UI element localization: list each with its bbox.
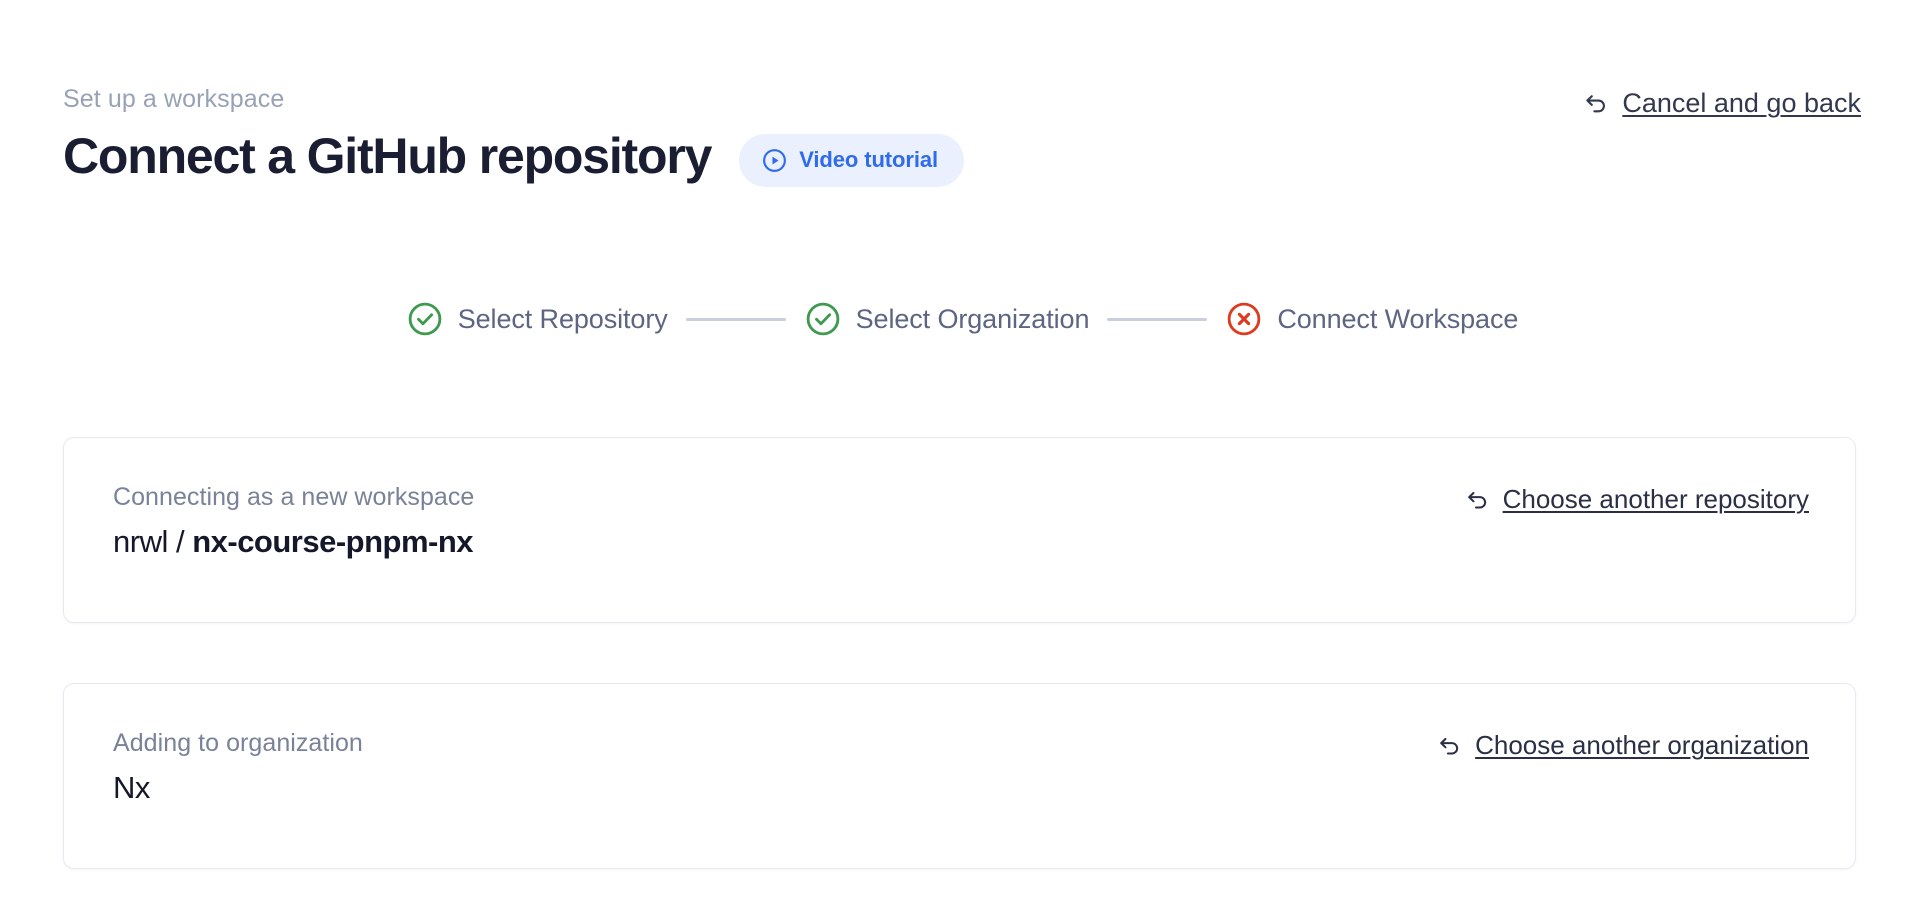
undo-arrow-icon	[1436, 732, 1463, 759]
title-row: Connect a GitHub repository Video tutori…	[63, 127, 1861, 187]
cancel-and-go-back-label: Cancel and go back	[1622, 88, 1861, 118]
repository-card-value: nrwl / nx-course-pnpm-nx	[113, 523, 474, 561]
step-connect-workspace[interactable]: Connect Workspace	[1225, 300, 1518, 338]
step-label-select-repository: Select Repository	[457, 304, 668, 334]
check-circle-icon	[804, 300, 842, 338]
progress-stepper: Select Repository Select Organization Co…	[0, 300, 1924, 338]
check-circle-icon	[406, 300, 444, 338]
organization-name: Nx	[113, 770, 150, 805]
choose-another-organization-link[interactable]: Choose another organization	[1436, 730, 1809, 761]
repository-owner: nrwl /	[113, 524, 193, 559]
undo-arrow-icon	[1582, 89, 1610, 117]
stepper-connector-2	[1107, 317, 1208, 321]
step-select-organization[interactable]: Select Organization	[804, 300, 1090, 338]
repository-card-label: Connecting as a new workspace	[113, 483, 475, 511]
repository-card-content: Connecting as a new workspace nrwl / nx-…	[113, 482, 474, 561]
video-tutorial-button[interactable]: Video tutorial	[739, 133, 964, 187]
page-header: Set up a workspace Connect a GitHub repo…	[63, 84, 1861, 187]
page-title: Connect a GitHub repository	[63, 128, 712, 184]
choose-another-repository-label: Choose another repository	[1502, 484, 1809, 514]
organization-card-content: Adding to organization Nx	[113, 728, 363, 807]
organization-card-label: Adding to organization	[113, 729, 363, 757]
organization-card: Adding to organization Nx Choose another…	[63, 683, 1856, 869]
step-label-connect-workspace: Connect Workspace	[1277, 304, 1519, 334]
undo-arrow-icon	[1464, 486, 1491, 513]
choose-another-repository-link[interactable]: Choose another repository	[1464, 484, 1809, 515]
repository-name: nx-course-pnpm-nx	[192, 524, 474, 559]
step-label-select-organization: Select Organization	[855, 304, 1090, 334]
video-tutorial-label: Video tutorial	[799, 147, 938, 172]
repository-card: Connecting as a new workspace nrwl / nx-…	[63, 437, 1856, 623]
x-circle-icon	[1225, 300, 1263, 338]
organization-card-value: Nx	[113, 769, 363, 807]
breadcrumb-eyebrow: Set up a workspace	[63, 85, 285, 113]
stepper-connector-1	[685, 317, 786, 321]
cancel-and-go-back-link[interactable]: Cancel and go back	[1582, 87, 1861, 119]
choose-another-organization-label: Choose another organization	[1475, 730, 1809, 760]
play-circle-icon	[761, 147, 788, 174]
step-select-repository[interactable]: Select Repository	[406, 300, 668, 338]
